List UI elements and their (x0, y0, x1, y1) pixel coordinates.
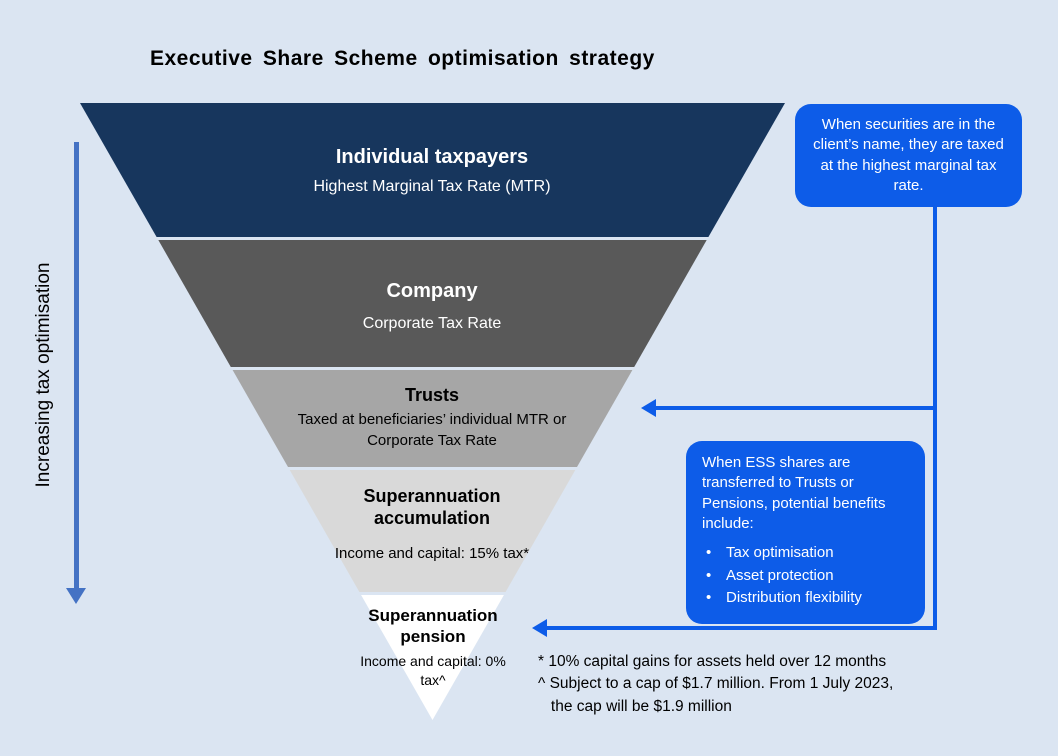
callout-ess-benefits: When ESS shares are transferred to Trust… (686, 441, 925, 624)
footnote-caret: ^ Subject to a cap of $1.7 million. From… (538, 675, 894, 715)
bullet-icon: • (706, 566, 712, 584)
connector-line-to-trusts (655, 406, 937, 410)
axis-label: Increasing tax optimisation (33, 262, 54, 488)
bullet-item: • Tax optimisation (702, 542, 911, 565)
callout-ess-bullet-list: • Tax optimisation • Asset protection • … (702, 542, 911, 610)
footnotes: * 10% capital gains for assets held over… (538, 651, 893, 718)
callout-securities: When securities are in the client’s name… (795, 104, 1022, 207)
layer-subtitle: Income and capital: 15% tax* (334, 545, 530, 563)
callout-ess-intro: When ESS shares are transferred to Trust… (702, 454, 886, 532)
layer-name: Trusts (404, 385, 460, 405)
layer-name: Superannuation pension (368, 606, 498, 647)
layer-subtitle: Corporate Tax Rate (362, 315, 502, 332)
bullet-item: • Distribution flexibility (702, 587, 911, 610)
connector-vertical-line (933, 206, 937, 630)
layer-label-super-accumulation: Superannuation accumulation Income and c… (327, 486, 537, 564)
bullet-item: • Asset protection (702, 565, 911, 588)
arrow-left-icon (641, 399, 656, 417)
layer-name: Individual taxpayers (335, 146, 529, 168)
bullet-icon: • (706, 544, 712, 561)
layer-label-trusts: Trusts Taxed at beneficiaries’ individua… (282, 385, 582, 451)
callout-securities-text: When securities are in the client’s name… (813, 116, 1004, 194)
layer-name: Superannuation accumulation (363, 486, 501, 528)
layer-label-company: Company Corporate Tax Rate (232, 280, 632, 333)
layer-subtitle: Highest Marginal Tax Rate (MTR) (313, 178, 551, 195)
page-title: Executive Share Scheme optimisation stra… (150, 47, 655, 70)
layer-label-individual-taxpayers: Individual taxpayers Highest Marginal Ta… (232, 146, 632, 196)
arrow-down-icon (66, 588, 86, 604)
bullet-text: Asset protection (726, 566, 834, 584)
arrow-left-icon (532, 619, 547, 637)
bullet-text: Distribution flexibility (726, 589, 862, 606)
bullet-icon: • (706, 589, 712, 606)
layer-name: Company (386, 280, 478, 302)
layer-subtitle: Income and capital: 0% tax^ (360, 652, 506, 689)
footnote-star: * 10% capital gains for assets held over… (538, 653, 887, 670)
bullet-text: Tax optimisation (726, 544, 834, 561)
layer-label-super-pension: Superannuation pension Income and capita… (352, 605, 514, 691)
layer-subtitle: Taxed at beneficiaries’ individual MTR o… (297, 411, 567, 449)
connector-line-to-pension (546, 626, 937, 630)
tax-optimisation-arrow-line (74, 142, 79, 588)
